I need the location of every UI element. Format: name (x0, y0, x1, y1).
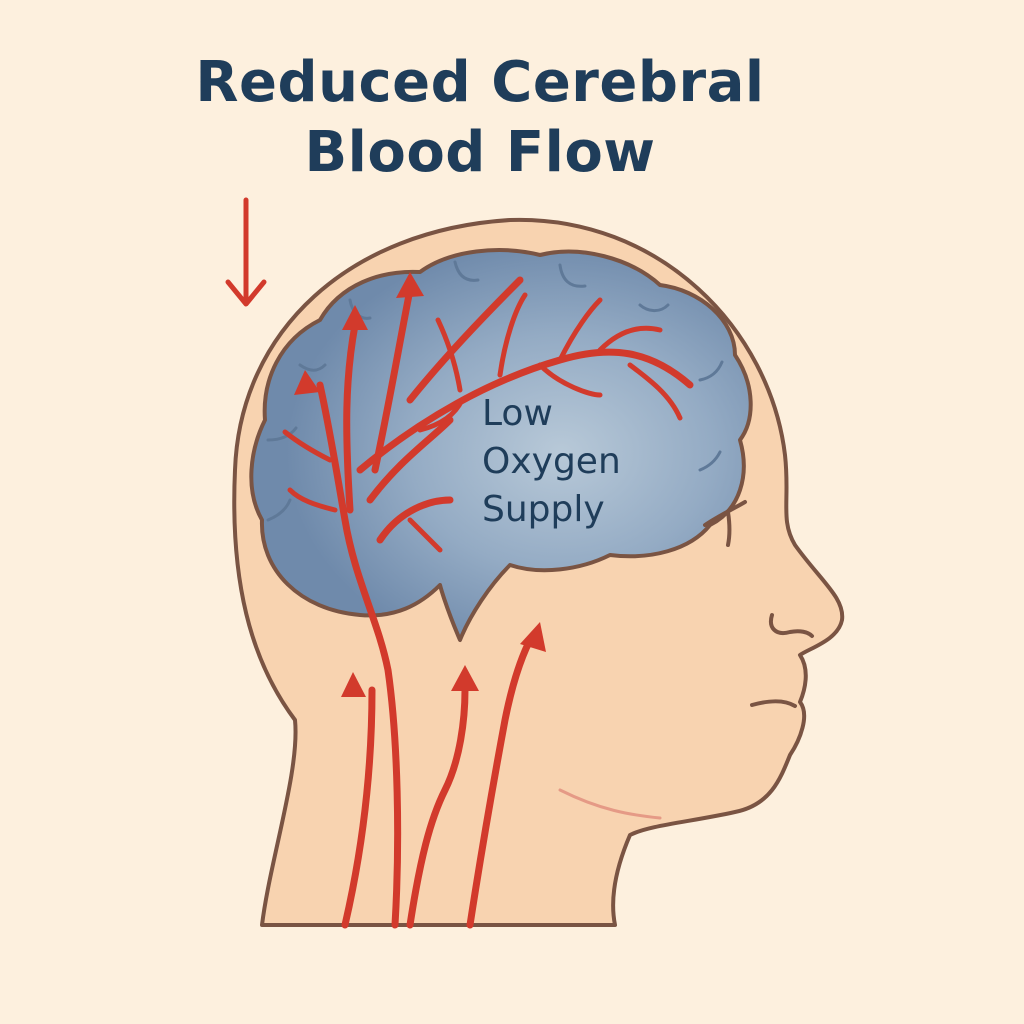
arteries (316, 276, 694, 929)
brain-label: Low Oxygen Supply (482, 390, 621, 534)
page-title: Reduced Cerebral Blood Flow (160, 48, 800, 188)
title-line-2: Blood Flow (304, 120, 656, 185)
down-arrow-icon (225, 197, 267, 307)
brain-label-line-1: Low (482, 393, 553, 434)
nostril (769, 613, 814, 638)
brain-label-line-2: Oxygen (482, 441, 621, 482)
face-features (703, 500, 814, 708)
mouth (750, 699, 797, 708)
title-line-1: Reduced Cerebral (195, 50, 765, 115)
brain (249, 248, 753, 642)
eye (703, 500, 747, 547)
artery-arrowheads (294, 272, 546, 697)
artery-branches (282, 292, 683, 553)
brain-folds (266, 260, 724, 522)
brain-label-line-3: Supply (482, 489, 605, 530)
jaw-line (558, 788, 662, 820)
